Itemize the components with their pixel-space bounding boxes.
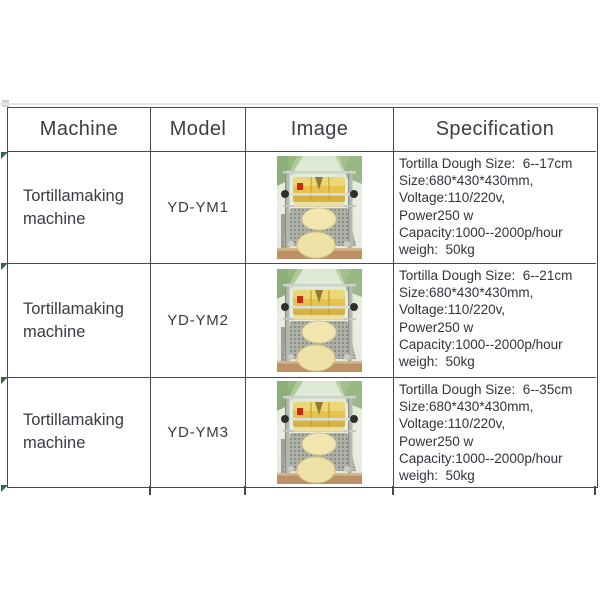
row-corner-mark: [1, 263, 8, 270]
header-cell-image: Image: [246, 108, 394, 152]
header-label: Model: [169, 118, 227, 140]
row-corner-mark: [1, 152, 8, 159]
spec-line: weigh: 50kg: [399, 242, 475, 258]
machine-name-cell: Tortillamaking machine: [8, 152, 151, 264]
spec-line: Voltage:110/220v,: [399, 416, 506, 432]
tortilla-machine-image: [277, 269, 362, 372]
spec-line: Capacity:1000--2000p/hour: [399, 336, 563, 352]
model-cell: YD-YM3: [151, 378, 246, 486]
spec-line: Power250 w: [399, 319, 474, 335]
spec-line: Voltage:110/220v,: [399, 302, 506, 318]
header-label: Machine: [39, 118, 119, 140]
specification-cell: Tortilla Dough Size: 6--17cm Size:680*43…: [394, 152, 596, 264]
header-label: Image: [290, 118, 349, 140]
header-label: Specification: [435, 118, 555, 140]
machine-name-cell: Tortillamaking machine: [8, 378, 151, 486]
image-cell: [246, 264, 394, 378]
spec-line: Capacity:1000--2000p/hour: [399, 224, 563, 240]
image-cell: [246, 378, 394, 486]
tortilla-machine-image: [277, 381, 362, 484]
spec-line: Power250 w: [399, 207, 474, 223]
header-cell-machine: Machine: [8, 108, 151, 152]
machine-name: Tortillamaking machine: [23, 411, 124, 452]
spec-line: weigh: 50kg: [399, 468, 475, 484]
model-code: YD-YM2: [167, 312, 229, 329]
table-line-stub: [244, 486, 246, 495]
specification-cell: Tortilla Dough Size: 6--35cm Size:680*43…: [394, 378, 596, 486]
specification-table: Machine Model Image Specification Tortil…: [7, 107, 598, 488]
spec-line: Size:680*430*430mm,: [399, 173, 534, 189]
spec-line: Tortilla Dough Size: 6--21cm: [399, 268, 573, 283]
spec-line: Tortilla Dough Size: 6--17cm: [399, 156, 573, 171]
spec-line: Tortilla Dough Size: 6--35cm: [399, 382, 573, 397]
spec-line: Size:680*430*430mm,: [399, 399, 534, 415]
spec-line: weigh: 50kg: [399, 354, 475, 370]
specification-cell: Tortilla Dough Size: 6--21cm Size:680*43…: [394, 264, 596, 378]
table-line-stub: [594, 486, 596, 495]
model-code: YD-YM1: [167, 199, 229, 216]
spec-line: Voltage:110/220v,: [399, 190, 506, 206]
tortilla-machine-image: [277, 156, 362, 259]
machine-name: Tortillamaking machine: [23, 299, 124, 341]
top-divider: [0, 103, 600, 105]
spec-line: Capacity:1000--2000p/hour: [399, 450, 563, 466]
model-cell: YD-YM1: [151, 152, 246, 264]
header-cell-model: Model: [151, 108, 246, 152]
row-corner-mark: [1, 377, 8, 384]
model-cell: YD-YM2: [151, 264, 246, 378]
row-corner-mark: [1, 485, 8, 492]
spec-line: Size:680*430*430mm,: [399, 285, 534, 301]
table-line-stub: [149, 486, 151, 495]
table-line-stub: [392, 486, 394, 495]
spec-line: Power250 w: [399, 433, 474, 449]
image-cell: [246, 152, 394, 264]
machine-name: Tortillamaking machine: [23, 186, 124, 228]
model-code: YD-YM3: [167, 423, 229, 441]
machine-name-cell: Tortillamaking machine: [8, 264, 151, 378]
header-cell-specification: Specification: [394, 108, 596, 152]
